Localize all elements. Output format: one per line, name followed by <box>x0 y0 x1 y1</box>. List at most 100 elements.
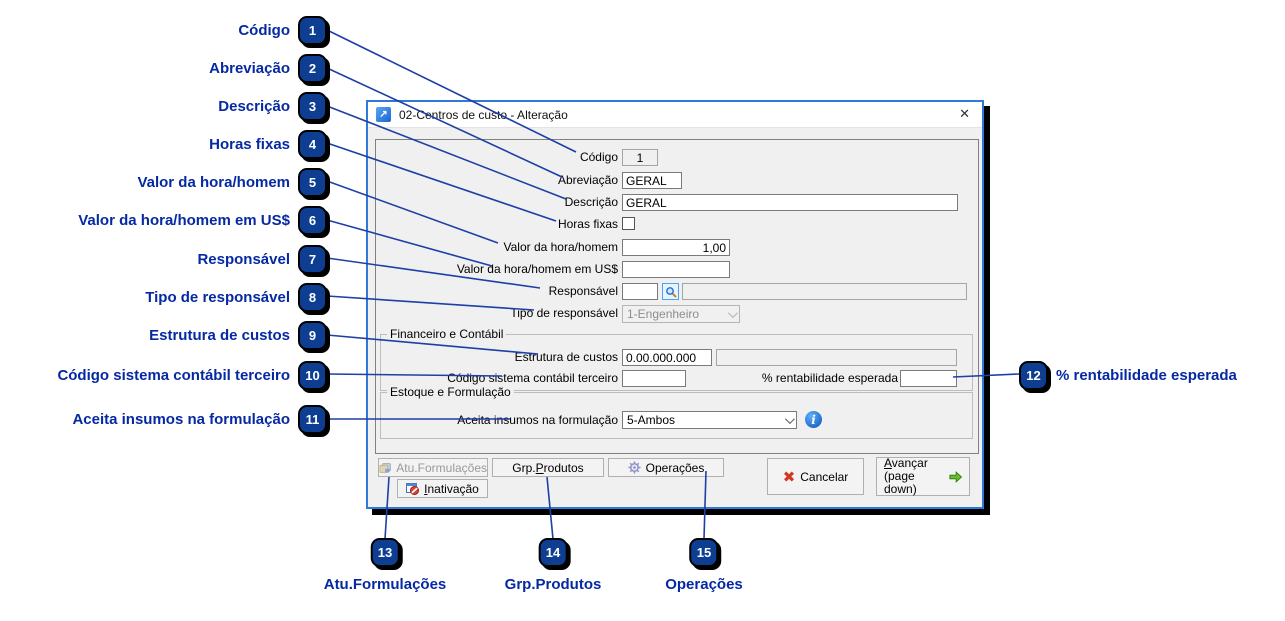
callout-estrutura-custos: Estrutura de custos 9 <box>149 320 327 350</box>
callout-tipo-responsavel: Tipo de responsável 8 <box>145 282 327 312</box>
magnifier-icon <box>665 286 677 298</box>
atu-formulacoes-button: Atu.Formulações <box>378 458 488 477</box>
callout-label: Atu.Formulações <box>323 576 447 593</box>
aceita-insumos-value: 5-Ambos <box>627 413 676 427</box>
close-icon[interactable]: ✕ <box>959 107 970 122</box>
callout-valor-hora: Valor da hora/homem 5 <box>137 167 327 197</box>
inativacao-button[interactable]: Inativação <box>397 479 488 498</box>
inativacao-label: Inativação <box>424 481 479 496</box>
callout-responsavel: Responsável 7 <box>197 244 327 274</box>
callout-badge: 14 <box>538 538 568 567</box>
callout-badge: 6 <box>298 205 327 235</box>
callout-operacoes: 15 Operações <box>665 538 743 593</box>
rentabilidade-input[interactable] <box>900 370 957 387</box>
formulations-icon <box>379 462 391 473</box>
horas-fixas-checkbox[interactable] <box>622 217 635 230</box>
forward-arrow-icon <box>949 470 962 483</box>
grp-produtos-button[interactable]: Grp.Produtos <box>492 458 604 477</box>
callout-codigo-sistema: Código sistema contábil terceiro 10 <box>57 360 327 390</box>
cancelar-label: Cancelar <box>800 469 849 484</box>
callout-aceita-insumos: Aceita insumos na formulação 11 <box>72 404 327 434</box>
callout-badge: 1 <box>298 15 327 45</box>
callout-label: Código sistema contábil terceiro <box>57 366 290 384</box>
rentabilidade-label: % rentabilidade esperada <box>761 371 898 385</box>
valor-hora-usd-input[interactable] <box>622 261 730 278</box>
callout-rentabilidade: 12 % rentabilidade esperada <box>1019 360 1237 390</box>
aceita-insumos-label: Aceita insumos na formulação <box>457 413 618 427</box>
tipo-responsavel-select: 1-Engenheiro <box>622 305 740 323</box>
callout-badge: 7 <box>298 244 327 274</box>
callout-label: Grp.Produtos <box>504 576 602 593</box>
callout-badge: 2 <box>298 53 327 83</box>
gear-icon <box>628 461 641 474</box>
callout-label: Valor da hora/homem em US$ <box>78 211 290 229</box>
window-title: 02-Centros de custo - Alteração <box>399 107 568 122</box>
callout-valor-hora-usd: Valor da hora/homem em US$ 6 <box>78 205 327 235</box>
callout-badge: 3 <box>298 91 327 121</box>
tipo-responsavel-label: Tipo de responsável <box>510 306 618 320</box>
group-estoque: Estoque e Formulação <box>380 385 973 439</box>
descricao-input[interactable] <box>622 194 958 211</box>
callout-label: Horas fixas <box>209 135 290 153</box>
callout-label: Código <box>238 21 290 39</box>
codigo-input <box>622 149 658 166</box>
callout-badge: 11 <box>298 404 327 434</box>
group-estoque-legend: Estoque e Formulação <box>387 385 514 399</box>
cancelar-button[interactable]: ✖ Cancelar <box>767 458 864 495</box>
callout-badge: 10 <box>298 360 327 390</box>
codigo-sistema-input[interactable] <box>622 370 686 387</box>
chevron-down-icon <box>784 413 795 424</box>
operacoes-button[interactable]: Operações <box>608 458 724 477</box>
codigo-label: Código <box>579 150 618 164</box>
callout-label: Operações <box>665 576 743 593</box>
callout-atu-formulacoes: 13 Atu.Formulações <box>323 538 447 593</box>
callout-badge: 13 <box>370 538 400 567</box>
responsavel-desc-field <box>682 283 967 300</box>
callout-label: Aceita insumos na formulação <box>72 410 290 428</box>
app-icon: ↗ <box>376 107 391 122</box>
responsavel-lookup-button[interactable] <box>662 283 679 300</box>
abreviacao-label: Abreviação <box>557 173 618 187</box>
callout-label: Estrutura de custos <box>149 326 290 344</box>
estrutura-custos-input[interactable] <box>622 349 712 366</box>
callout-grp-produtos: 14 Grp.Produtos <box>504 538 602 593</box>
inactivation-icon <box>406 482 420 495</box>
tipo-responsavel-value: 1-Engenheiro <box>627 307 700 321</box>
avancar-button[interactable]: Avançar (page down) <box>876 457 970 496</box>
callout-badge: 12 <box>1019 360 1048 390</box>
callout-badge: 5 <box>298 167 327 197</box>
horas-fixas-label: Horas fixas <box>557 217 618 231</box>
callout-label: Descrição <box>218 97 290 115</box>
callout-horas-fixas: Horas fixas 4 <box>209 129 327 159</box>
responsavel-code-input[interactable] <box>622 283 658 300</box>
callout-badge: 4 <box>298 129 327 159</box>
valor-hora-label: Valor da hora/homem <box>503 240 618 254</box>
valor-hora-usd-label: Valor da hora/homem em US$ <box>456 262 618 276</box>
responsavel-label: Responsável <box>548 284 618 298</box>
estrutura-custos-desc-field <box>716 349 957 366</box>
callout-codigo: Código 1 <box>238 15 327 45</box>
callout-badge: 15 <box>689 538 719 567</box>
title-bar: ↗ 02-Centros de custo - Alteração ✕ <box>368 102 982 128</box>
valor-hora-input[interactable] <box>622 239 730 256</box>
callout-abreviacao: Abreviação 2 <box>209 53 327 83</box>
estrutura-custos-label: Estrutura de custos <box>514 350 618 364</box>
callout-badge: 9 <box>298 320 327 350</box>
grp-produtos-label: Grp.Produtos <box>512 460 584 475</box>
atu-formulacoes-label: Atu.Formulações <box>396 460 487 475</box>
dialog-window: ↗ 02-Centros de custo - Alteração ✕ Códi… <box>366 100 984 509</box>
callout-badge: 8 <box>298 282 327 312</box>
abreviacao-input[interactable] <box>622 172 682 189</box>
operacoes-label: Operações <box>645 460 705 475</box>
info-icon[interactable]: i <box>805 411 822 428</box>
group-financeiro-legend: Financeiro e Contábil <box>387 327 507 341</box>
chevron-down-icon <box>727 307 738 318</box>
descricao-label: Descrição <box>564 195 618 209</box>
callout-label: Abreviação <box>209 59 290 77</box>
callout-label: Valor da hora/homem <box>137 173 290 191</box>
aceita-insumos-select[interactable]: 5-Ambos <box>622 411 797 429</box>
callout-descricao: Descrição 3 <box>218 91 327 121</box>
callout-label: % rentabilidade esperada <box>1056 366 1237 384</box>
callout-label: Tipo de responsável <box>145 288 290 306</box>
